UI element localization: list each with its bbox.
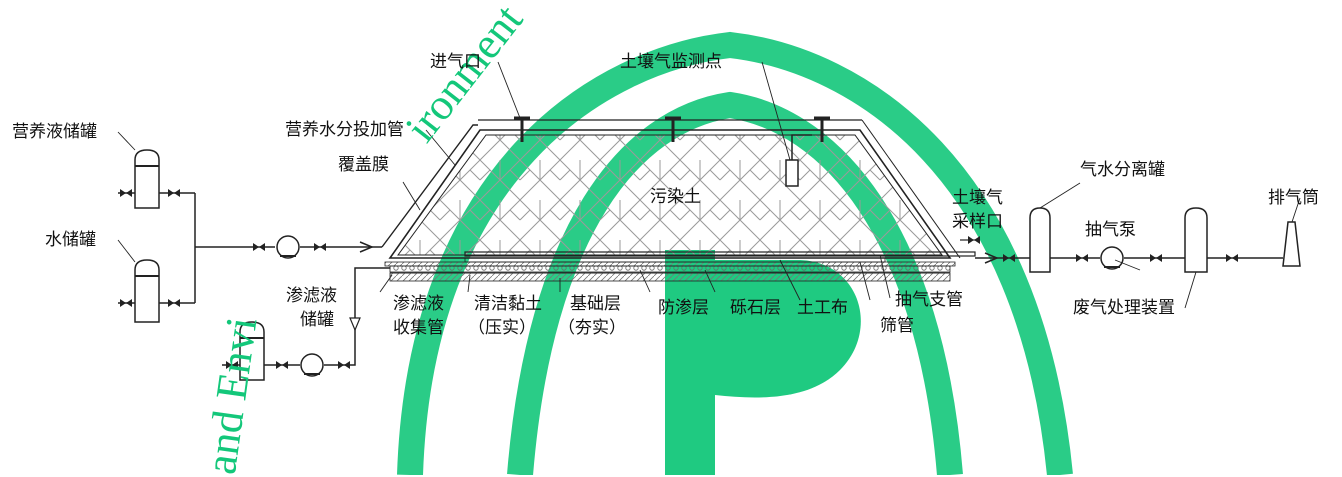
- label-cover-film: 覆盖膜: [338, 155, 389, 175]
- label-clean-clay-2: （压实）: [468, 318, 536, 338]
- label-gas-water-separator: 气水分离罐: [1080, 160, 1165, 180]
- feed-line: [194, 193, 382, 303]
- label-foundation-2: （夯实）: [558, 318, 626, 338]
- label-extraction-branch: 抽气支管: [895, 290, 963, 310]
- nutrient-pipe-line: [381, 124, 478, 248]
- label-nutrient-tank: 营养液储罐: [12, 122, 97, 142]
- label-water-tank: 水储罐: [45, 230, 96, 250]
- label-leachate-tank-1: 渗滤液: [286, 286, 337, 306]
- air-inlets: [514, 116, 830, 142]
- label-clean-clay-1: 清洁黏土: [474, 294, 542, 314]
- label-leachate-tank-2: 储罐: [300, 310, 334, 330]
- water-tank: [118, 259, 195, 323]
- label-leachate-pipe-2: 收集管: [393, 318, 444, 338]
- soil-heap: [384, 119, 976, 282]
- soil-gas-probe: [785, 134, 812, 187]
- label-air-inlet: 进气口: [430, 52, 481, 72]
- label-soil-gas-sample-2: 采样口: [952, 212, 1003, 232]
- label-contaminated-soil: 污染土: [650, 187, 701, 207]
- leachate-tank: [222, 267, 390, 381]
- label-soil-gas-sample-1: 土壤气: [952, 188, 1003, 208]
- label-nutrient-pipe: 营养水分投加管: [285, 120, 404, 140]
- label-waste-gas-treatment: 废气处理装置: [1073, 298, 1175, 318]
- nutrient-tank: [118, 149, 195, 209]
- label-foundation-1: 基础层: [570, 294, 621, 314]
- label-geotextile: 土工布: [797, 298, 848, 318]
- watermark: [397, 31, 1073, 475]
- label-seepage-layer: 防渗层: [658, 298, 709, 318]
- label-screen-pipe: 筛管: [880, 316, 914, 336]
- gas-extraction-line: [960, 207, 1301, 273]
- label-extraction-pump: 抽气泵: [1085, 220, 1136, 240]
- label-exhaust-stack: 排气筒: [1268, 188, 1319, 208]
- label-leachate-pipe-1: 渗滤液: [393, 294, 444, 314]
- label-soil-gas-monitor: 土壤气监测点: [620, 52, 722, 72]
- leader-lines: [117, 61, 1301, 309]
- label-gravel-layer: 砾石层: [730, 298, 781, 318]
